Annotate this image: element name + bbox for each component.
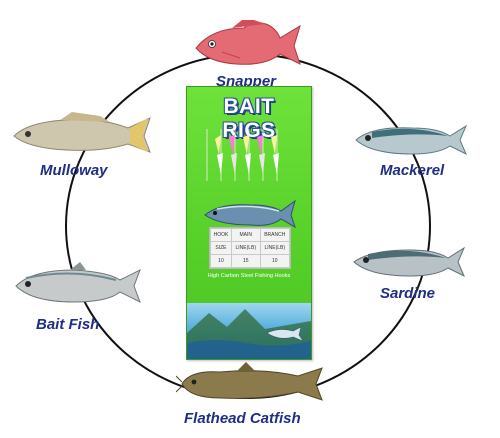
mountain-and-fish-scene [187, 309, 311, 359]
bait-rigs-package: BAIT RIGS HOOK MAIN [186, 86, 312, 360]
spec-unit-hook: SIZE [210, 241, 232, 255]
spec-value-hook: 10 [210, 254, 232, 268]
salmon-illustration [204, 199, 296, 229]
spec-header-main: MAIN [230, 228, 261, 242]
bait-fish-image [15, 262, 141, 304]
label-mulloway: Mulloway [40, 162, 108, 179]
label-flathead-catfish: Flathead Catfish [184, 410, 301, 427]
hooks-lures-image [206, 129, 279, 181]
label-snapper: Snapper [216, 73, 277, 90]
label-bait-fish: Bait Fish [36, 316, 100, 333]
spec-value-branch: 10 [259, 254, 291, 268]
package-tagline: High Carbon Steel Fishing Hooks [207, 273, 291, 279]
sea-scene [187, 303, 311, 359]
mackerel-fish-image [355, 124, 468, 156]
spec-value-main: 15 [230, 254, 261, 268]
label-sardine: Sardine [380, 285, 436, 302]
mulloway-fish-image [13, 112, 151, 153]
spec-unit-branch: LINE(LB) [259, 241, 291, 255]
snapper-fish-image [195, 20, 301, 65]
spec-header-hook: HOOK [210, 228, 232, 242]
spec-header-branch: BRANCH [259, 228, 291, 242]
sardine-fish-image [353, 246, 466, 278]
label-mackerel: Mackerel [380, 162, 445, 179]
spec-table: HOOK MAIN BRANCH SIZE LINE(LB) LINE(LB) … [209, 227, 291, 269]
spec-unit-main: LINE(LB) [230, 241, 261, 255]
flathead-catfish-image [176, 362, 323, 401]
